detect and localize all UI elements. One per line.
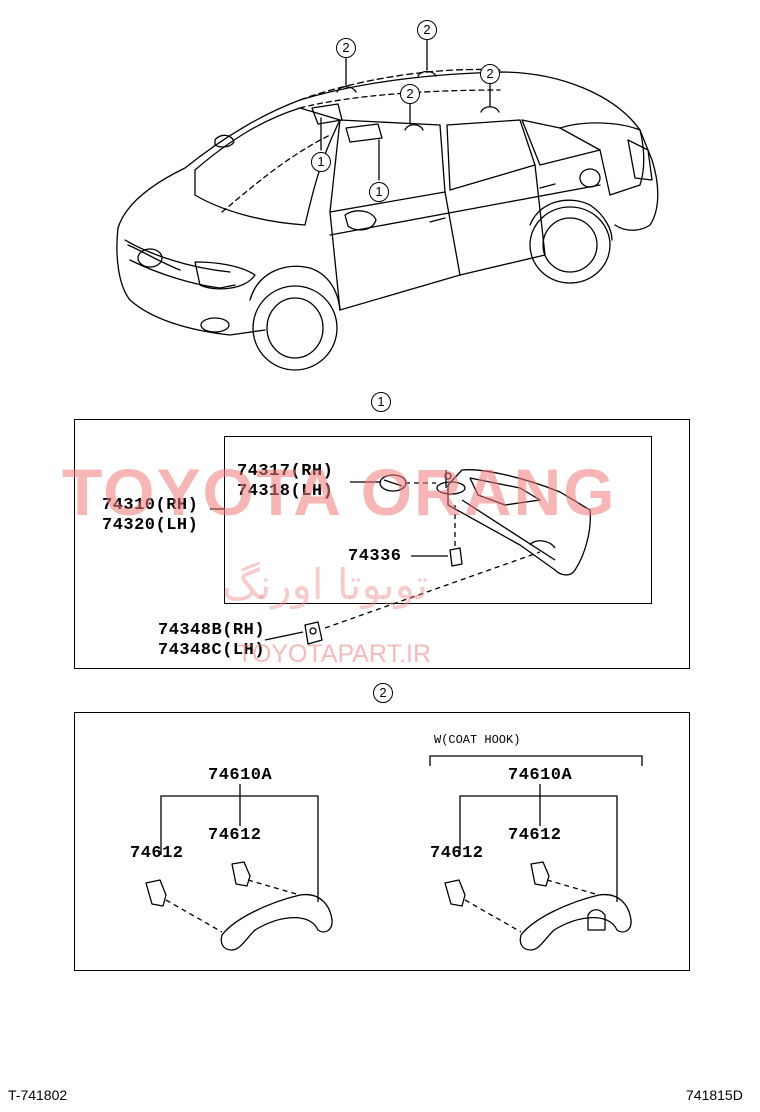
part-label-cover-74612-right-top: 74612	[508, 826, 562, 845]
part-label-grip-74610a-right: 74610A	[508, 766, 573, 785]
callout-2-grip-2: 2	[417, 20, 437, 40]
callout-1-visor-2: 1	[369, 182, 389, 202]
section-1-header-callout: 1	[371, 392, 391, 412]
section-1-inner-frame	[224, 436, 652, 604]
coat-hook-variant-note: W(COAT HOOK)	[434, 733, 521, 747]
callout-2-grip-3: 2	[400, 84, 420, 104]
part-label-clip-74317-74318: 74317(RH) 74318(LH)	[237, 462, 334, 501]
section-2-frame	[74, 712, 690, 971]
part-label-bracket-74348: 74348B(RH) 74348C(LH)	[158, 621, 266, 660]
callout-2-grip-4: 2	[480, 64, 500, 84]
part-label-visor-74310-74320: 74310(RH) 74320(LH)	[102, 496, 199, 535]
part-label-grip-74610a-left: 74610A	[208, 766, 273, 785]
callout-2-grip-1: 2	[336, 38, 356, 58]
footer-left-code: T-741802	[8, 1087, 68, 1103]
footer-right-code: 741815D	[686, 1087, 743, 1103]
part-label-holder-74336: 74336	[348, 547, 402, 566]
section-1-frame	[74, 419, 690, 669]
part-label-cover-74612-right-side: 74612	[430, 844, 484, 863]
callout-1-visor-1: 1	[311, 152, 331, 172]
part-label-cover-74612-left-top: 74612	[208, 826, 262, 845]
section-2-header-callout: 2	[373, 683, 393, 703]
part-label-cover-74612-left-side: 74612	[130, 844, 184, 863]
